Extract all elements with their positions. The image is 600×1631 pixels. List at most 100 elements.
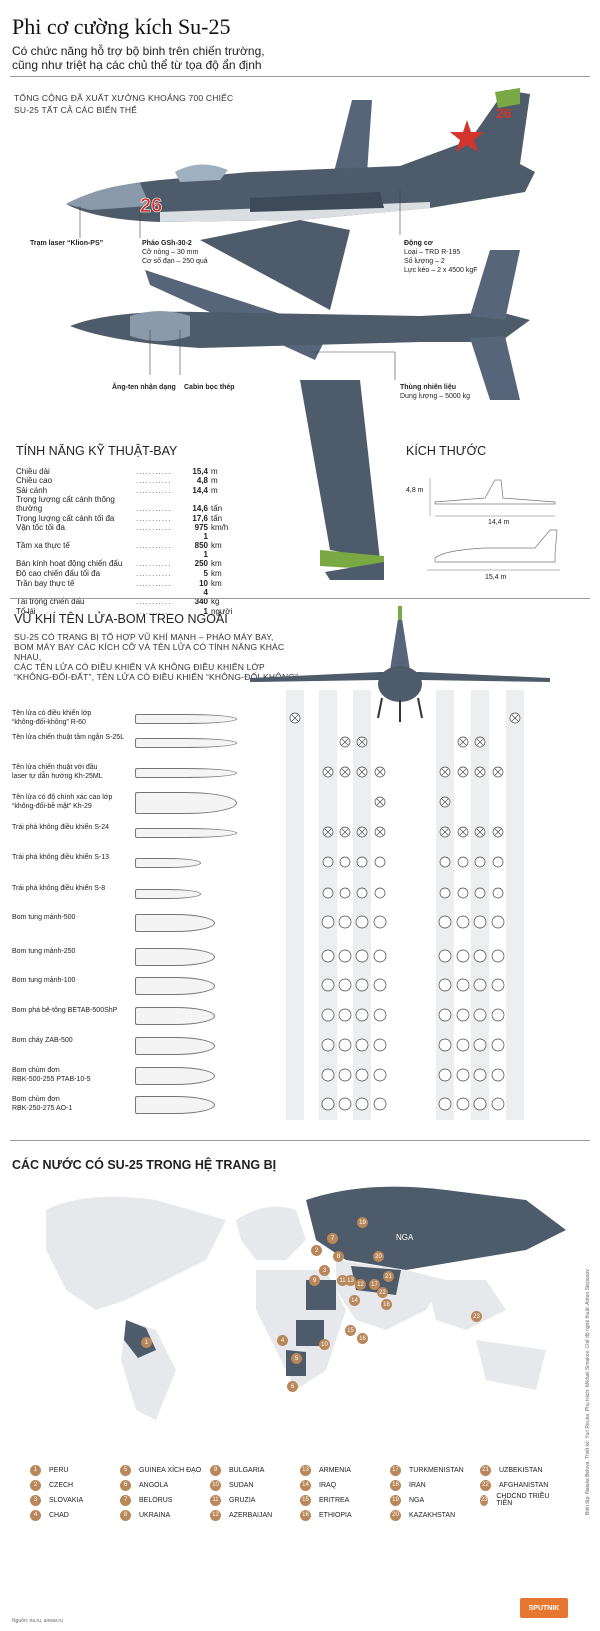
spec-row: Trọng lượng cất cánh tối đa...........17…	[16, 513, 232, 523]
weapon-label: Trái phá không điều khiển S-24	[12, 824, 110, 831]
pylon-mark	[456, 1068, 470, 1082]
pylon-mark-cross	[459, 768, 467, 776]
pylon-mark	[322, 887, 334, 899]
pylon-mark-cross	[441, 798, 449, 806]
specs-heading: TÍNH NĂNG KỸ THUẬT-BAY	[16, 444, 178, 458]
legend-number: 17	[390, 1464, 401, 1476]
pylon-stripe	[319, 690, 337, 1120]
pylon-mark	[438, 1008, 452, 1022]
map-pin: 6	[287, 1381, 298, 1392]
pylon-mark	[373, 1038, 387, 1052]
country-legend-item: 8 UKRAINA	[120, 1508, 170, 1522]
spec-label: Sải cánh	[16, 486, 48, 496]
legend-number: 7	[120, 1494, 131, 1506]
pylon-mark	[456, 1097, 470, 1111]
pylon-mark	[321, 1097, 335, 1111]
pylon-mark	[338, 1038, 352, 1052]
map-pin: 3	[319, 1265, 330, 1276]
weapon-label: Tên lửa chiến thuật tầm ngắn S-25L	[12, 734, 125, 741]
spec-value: 1 250	[194, 550, 208, 569]
legend-country: UKRAINA	[139, 1511, 171, 1519]
legend-country: CHDCND TRIỀU TIÊN	[496, 1493, 550, 1507]
spec-unit: tấn	[211, 513, 223, 523]
legend-number: 15	[300, 1494, 311, 1506]
pylon-mark	[355, 1008, 369, 1022]
spec-dots: ...........	[136, 486, 172, 496]
spec-unit: m	[211, 476, 218, 486]
pylon-mark-cross	[324, 828, 332, 836]
map-pin: 1	[141, 1337, 152, 1348]
dim-span: 14,4 m	[488, 519, 510, 526]
legend-number: 13	[300, 1464, 311, 1476]
pylon-mark	[339, 887, 351, 899]
spec-unit: người	[211, 606, 233, 616]
pylon-mark-cross	[476, 768, 484, 776]
legend-number: 8	[120, 1509, 131, 1521]
legend-country: GRUZIA	[229, 1496, 256, 1504]
map-pin: 15	[345, 1325, 356, 1336]
pylon-mark	[474, 856, 486, 868]
legend-country: CHAD	[49, 1511, 69, 1519]
pylon-mark	[492, 856, 504, 868]
spec-label: Trần bay thực tế	[16, 578, 75, 588]
spec-value: 4,8	[196, 476, 208, 486]
spec-dots: ...........	[136, 513, 172, 523]
spec-label: Chiều dài	[16, 466, 50, 476]
divider	[10, 76, 590, 77]
map-label-russia: NGA	[396, 1233, 414, 1242]
map-pin: 4	[277, 1335, 288, 1346]
pylon-mark-cross	[441, 828, 449, 836]
weapon-icon	[135, 977, 215, 995]
spec-label: Bán kính hoạt động chiến đấu	[16, 559, 123, 569]
pylon-mark	[321, 949, 335, 963]
spec-value: 975	[194, 523, 208, 533]
pylon-mark	[356, 856, 368, 868]
tail-tip	[495, 88, 520, 108]
weapon-label: Trái phá không điều khiển S-13	[12, 854, 110, 861]
pylon-mark-cross	[358, 738, 366, 746]
spec-unit: km	[211, 559, 222, 569]
production-note: TỔNG CỘNG ĐÃ XUẤT XƯỞNG KHOẢNG 700 CHIẾC…	[14, 92, 233, 116]
map-pin: 19	[357, 1217, 368, 1228]
weapon-icon	[135, 1096, 215, 1114]
pylon-mark	[373, 1068, 387, 1082]
pylon-mark	[473, 915, 487, 929]
top-view-tailplane-lower	[470, 336, 520, 400]
pylon-mark-cross	[376, 768, 384, 776]
pylon-mark-cross	[459, 738, 467, 746]
pylon-mark	[473, 1068, 487, 1082]
pylon-mark	[438, 949, 452, 963]
spec-label: Trọng lượng cất cánh tối đa	[16, 513, 115, 523]
subtitle-line-1: Có chức năng hỗ trợ bộ binh trên chiến t…	[12, 44, 265, 58]
map-pin: 13	[345, 1275, 356, 1286]
legend-country: NGA	[409, 1496, 425, 1504]
legend-number: 2	[30, 1479, 41, 1491]
legend-number: 16	[300, 1509, 311, 1521]
pylon-grid	[286, 690, 524, 1120]
map-pin: 16	[357, 1333, 368, 1344]
pylon-mark	[438, 1038, 452, 1052]
top-view-canopy	[130, 311, 190, 341]
map-pin: 2	[311, 1245, 322, 1256]
canopy	[175, 164, 228, 182]
pylon-mark	[456, 978, 470, 992]
spec-dots: ...........	[136, 578, 172, 588]
legend-number: 6	[120, 1479, 131, 1491]
gun-label: Pháo GSh-30-2 Cỡ nòng – 30 mm Cơ số đạn …	[142, 240, 208, 265]
pylon-mark	[373, 949, 387, 963]
